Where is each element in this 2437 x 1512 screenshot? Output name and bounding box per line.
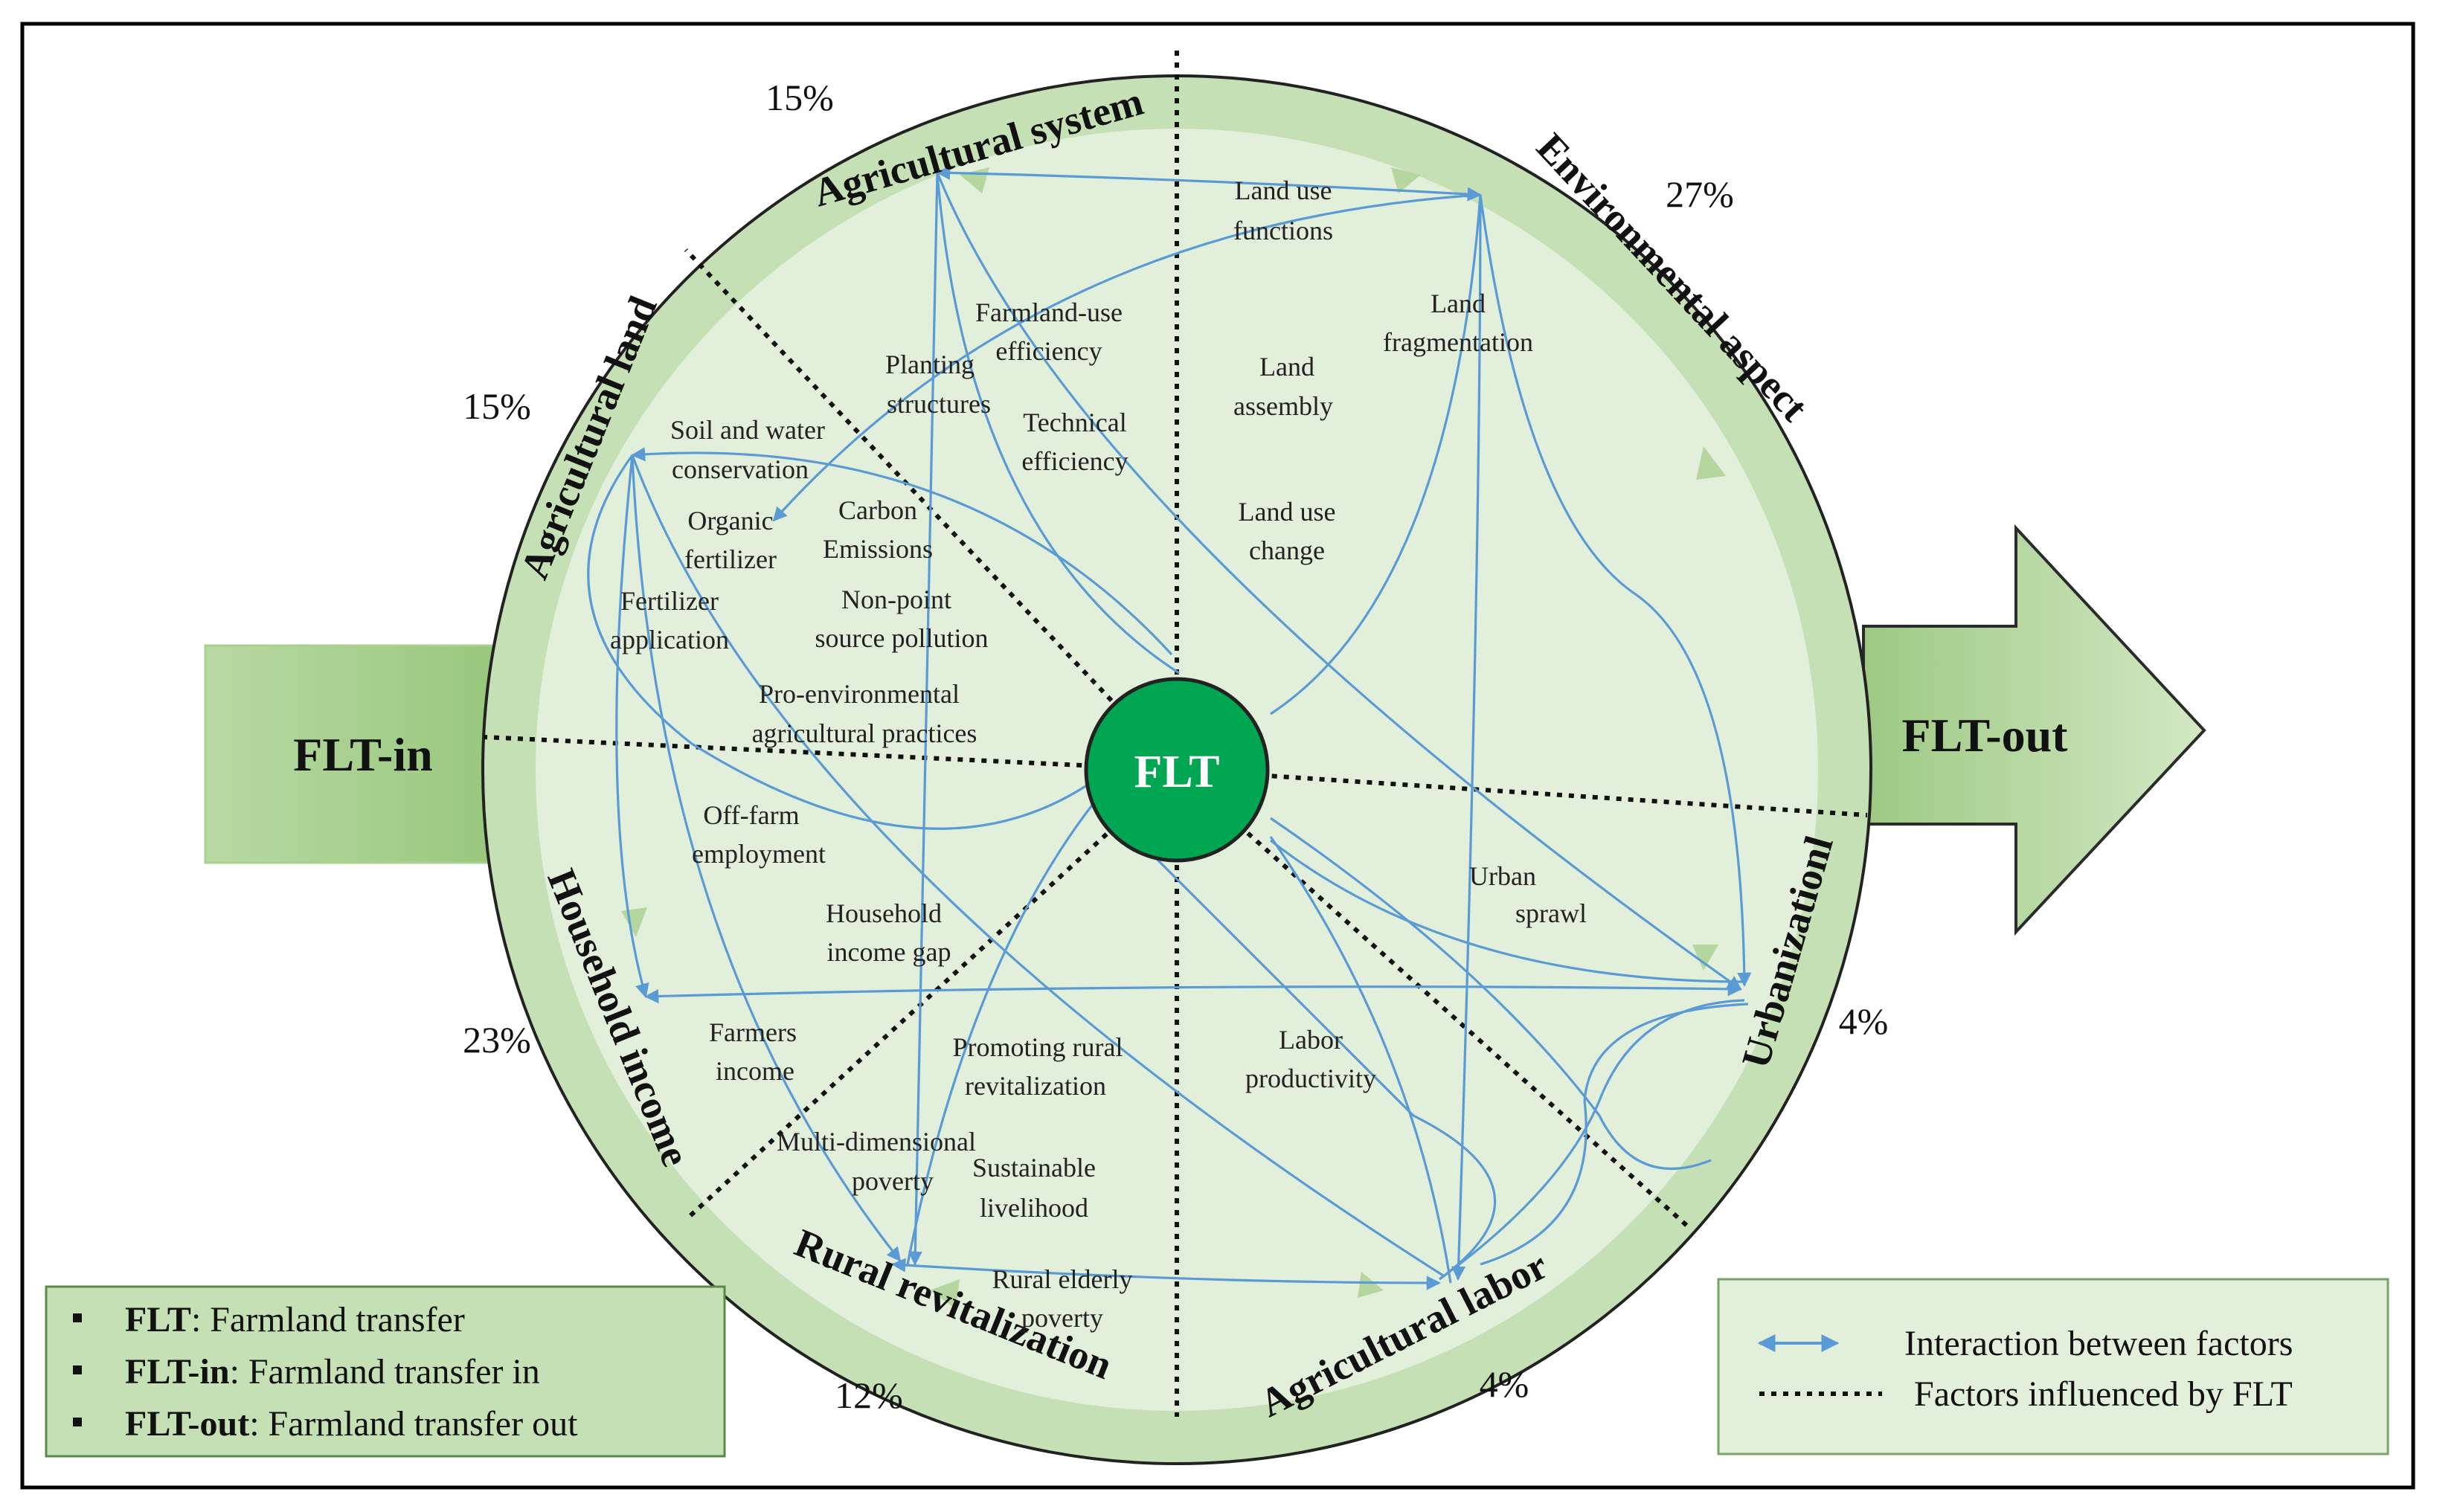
flt-out-label: FLT-out <box>1902 709 2069 762</box>
legend-interaction-text: Interaction between factors <box>1904 1324 2293 1363</box>
legend-item-flt-in: FLT-in: Farmland transfer in <box>125 1352 540 1392</box>
flt-center-node <box>1084 677 1270 863</box>
legend-item-flt-out: FLT-out: Farmland transfer out <box>125 1404 578 1444</box>
legend-influence-text: Factors influenced by FLT <box>1914 1374 2293 1414</box>
legend-abbreviations: FLT: Farmland transfer FLT-in: Farmland … <box>45 1285 726 1458</box>
legend-bullet <box>73 1313 82 1322</box>
percent-household-income: 23% <box>463 1019 531 1061</box>
percent-agricultural-system: 15% <box>765 77 834 118</box>
flt-center-label: FLT <box>1134 747 1220 797</box>
legend-bullet <box>73 1418 82 1426</box>
flt-in-arrow <box>204 644 504 864</box>
legend-item-flt: FLT: Farmland transfer <box>125 1300 465 1339</box>
flt-out-arrow <box>1862 524 2206 936</box>
percent-agricultural-land: 15% <box>463 385 531 427</box>
flt-in-label: FLT-in <box>293 728 432 781</box>
percent-urbanization: 4% <box>1839 1000 1889 1042</box>
legend-lines: Interaction between factors Factors infl… <box>1717 1278 2389 1455</box>
legend-lines-box <box>1717 1278 2389 1455</box>
percent-agricultural-labor: 4% <box>1480 1363 1529 1405</box>
legend-abbreviations-box <box>45 1285 726 1458</box>
legend-bullet <box>73 1365 82 1374</box>
interaction-lines <box>587 165 1752 1290</box>
percent-environmental-aspect: 27% <box>1666 173 1734 215</box>
percent-rural-revitalization: 12% <box>835 1374 903 1416</box>
